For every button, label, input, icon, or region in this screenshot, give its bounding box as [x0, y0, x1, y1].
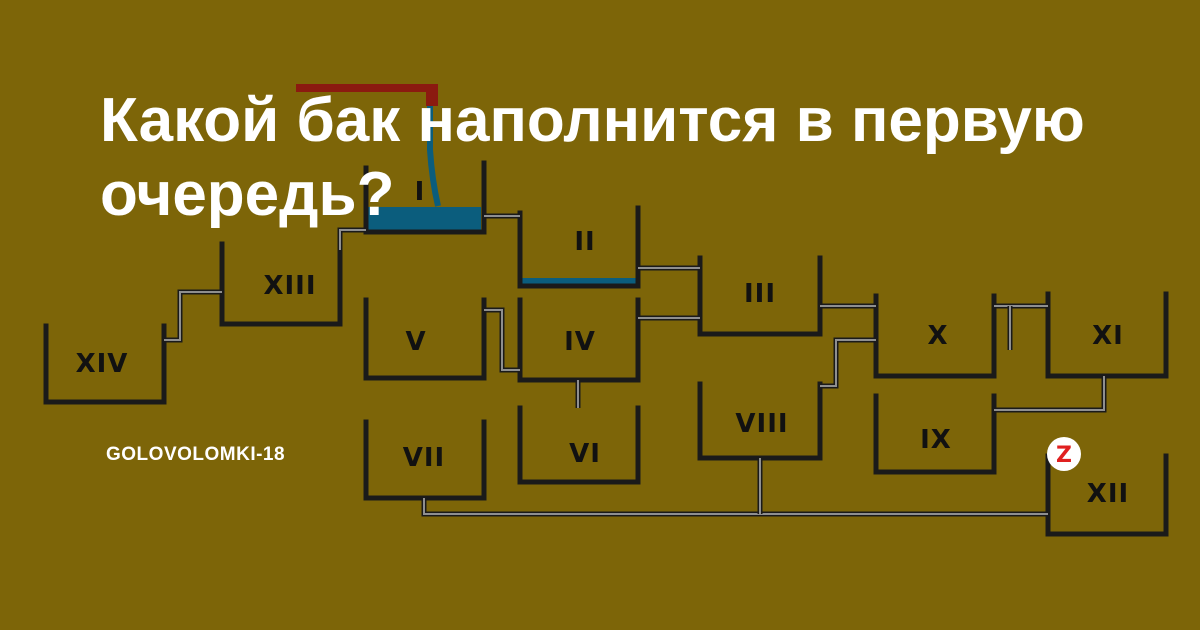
tank-label-v: V	[405, 327, 426, 357]
tank-label-xii: XII	[1087, 479, 1129, 509]
tank-i	[363, 160, 487, 235]
zen-logo-letter: Z	[1056, 443, 1072, 468]
tank-label-vii: VII	[403, 443, 445, 473]
tap	[296, 84, 441, 207]
tank-label-xi: XI	[1092, 321, 1124, 351]
tank-label-x: X	[927, 321, 948, 351]
tank-xiv	[43, 323, 167, 405]
tank-x	[873, 293, 997, 379]
tank-xii	[1045, 453, 1169, 537]
tank-ix	[873, 393, 997, 475]
zen-logo-icon[interactable]: Z	[1046, 436, 1082, 472]
tank-v	[363, 297, 487, 381]
tank-label-xiv: XIV	[76, 349, 129, 379]
tank-label-viii: VIII	[735, 409, 788, 439]
pipes	[164, 213, 1107, 517]
tank-xiii	[219, 241, 343, 327]
tank-label-xiii: XIII	[263, 271, 316, 301]
tank-iii	[697, 255, 823, 337]
tank-label-vi: VI	[569, 439, 601, 469]
tank-label-iii: III	[744, 279, 776, 309]
tank-label-iv: IV	[564, 327, 596, 357]
headline: Какой бак наполнится в первую очередь?	[100, 86, 1085, 229]
water-stream	[427, 106, 441, 207]
tank-ii	[517, 205, 641, 289]
tank-label-i: I	[415, 177, 426, 207]
tank-label-ix: IX	[920, 425, 952, 455]
tank-label-ii: II	[574, 227, 595, 257]
source-label: GOLOVOLOMKI-18	[106, 444, 286, 465]
water-tank-i	[367, 207, 481, 231]
tank-vi	[517, 405, 641, 485]
tank-xi	[1045, 291, 1169, 379]
water-tank-ii	[521, 278, 637, 285]
